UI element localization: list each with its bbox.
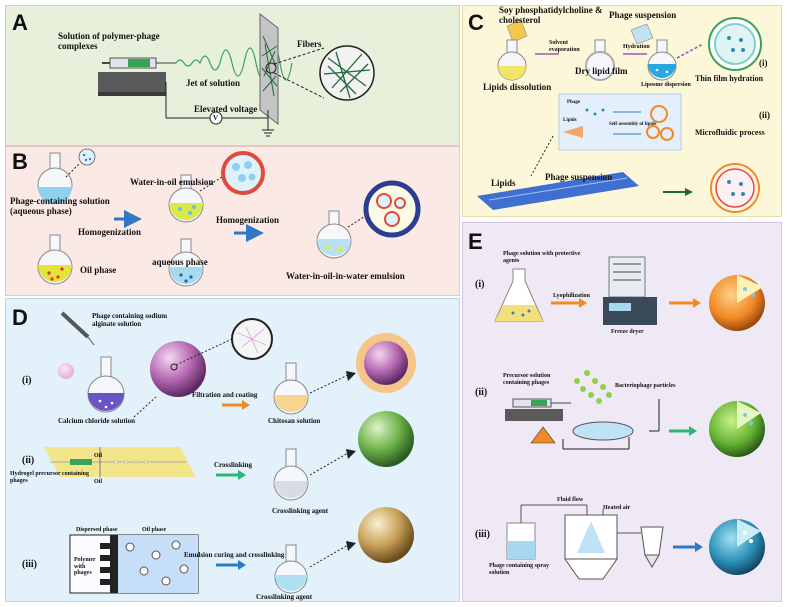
- oil-top: Oil: [94, 453, 103, 459]
- panel-d: D: [5, 298, 460, 602]
- heated-air: Heated air: [603, 505, 631, 511]
- hydration-label: Hydration: [623, 44, 650, 50]
- homogenization-1: Homogenization: [78, 227, 141, 237]
- water-in-oil-label: Water-in-oil emulsion: [130, 177, 214, 187]
- phage-suspension-bottom: Phage suspension: [545, 172, 613, 182]
- thin-film: Thin film hydration: [695, 74, 764, 83]
- e-phage-solution-label: Phage solution with protective agents: [503, 251, 581, 264]
- phage-solution-label: Phage-containing solution (aqueous phase…: [10, 196, 110, 216]
- panel-a-letter: A: [12, 10, 28, 35]
- e-roman-ii: (ii): [475, 387, 488, 398]
- homogenization-2: Homogenization: [216, 215, 279, 225]
- spray-solution: Phage containing spray solution: [489, 563, 550, 576]
- polymer-phages: Polymer with phages: [74, 557, 96, 577]
- panel-e-letter: E: [468, 229, 483, 254]
- flask-aqueous-2: [168, 238, 204, 287]
- flask-aqueous: [37, 152, 73, 204]
- oil-bottom: Oil: [94, 479, 103, 485]
- d-roman-ii: (ii): [22, 455, 35, 466]
- chitosan-label: Chitosan solution: [268, 417, 321, 425]
- oil-phase-label: Oil phase: [80, 265, 117, 275]
- freeze-dryer: Freeze dryer: [611, 329, 644, 335]
- phage-suspension-top: Phage suspension: [609, 10, 677, 20]
- fluid-flow: Fluid flow: [557, 497, 584, 503]
- panel-b-letter: B: [12, 149, 28, 174]
- dispersed-phase: Dispersed phase: [76, 527, 118, 533]
- panel-d-letter: D: [12, 305, 28, 330]
- jet-label: Jet of solution: [186, 78, 240, 88]
- voltage-label: Elevated voltage: [194, 104, 258, 114]
- emulsion-label: Emulsion curing and crosslinking: [184, 551, 285, 559]
- inset-lipids: Lipids: [563, 118, 577, 123]
- panel-c: C: [462, 5, 782, 217]
- flask-water-in-oil: [168, 174, 204, 223]
- inset-self-assembly: Self-assembly of lipids: [609, 122, 657, 127]
- oil-phase: Oil phase: [142, 527, 167, 533]
- bacteriophage-particles: Bacteriophage particles: [615, 383, 676, 389]
- solvent-label: Solvent evaporation: [549, 40, 580, 53]
- calcium-label: Calcium chloride solution: [58, 417, 136, 425]
- panel-c-letter: C: [468, 10, 484, 35]
- precursor-label: Precursor solution containing phages: [503, 373, 551, 386]
- c-roman-ii: (ii): [759, 110, 770, 120]
- microfluidic: Microfluidic process: [695, 128, 765, 137]
- inset-phage: Phage: [567, 100, 581, 105]
- c-roman-i: (i): [759, 58, 768, 68]
- liposome-dispersion: Liposme dispersion: [641, 82, 691, 88]
- filtration-label: Filtration and coating: [192, 391, 258, 399]
- drying-diagram: [494, 256, 765, 580]
- hydrogel-label: Hydrogel precursor containing phages: [10, 471, 90, 484]
- d-roman-i: (i): [22, 375, 32, 386]
- solution-label: Solution of polymer-phage complexes: [58, 31, 160, 51]
- crosslinking-label: Crosslinking: [214, 461, 252, 469]
- lipids-dissolution: Lipids dissolution: [483, 82, 552, 92]
- panel-b: B: [5, 146, 460, 296]
- emulsion-diagram: [37, 148, 421, 287]
- microsphere-diagram: [44, 311, 416, 594]
- fibers-label: Fibers: [297, 39, 322, 49]
- soy-label: Soy phosphatidylcholine & cholesterol: [499, 5, 603, 25]
- lyophilization: Lyophilization: [553, 293, 591, 299]
- liposome-diagram: [477, 17, 762, 213]
- alginate-label: Phage containing sodium alginate solutio…: [92, 312, 168, 328]
- panel-a: A Solution of polymer-phage complexes Je: [5, 5, 460, 146]
- d-roman-iii: (iii): [22, 559, 37, 570]
- dry-film: Dry lipid film: [575, 66, 628, 76]
- crosslinking-agent-1: Crosslinking agent: [272, 507, 329, 515]
- e-roman-iii: (iii): [475, 529, 490, 540]
- aqueous-phase-label: aqueous phase: [152, 257, 208, 267]
- crosslinking-agent-2: Crosslinking agent: [256, 593, 313, 601]
- panel-e: E: [462, 222, 782, 602]
- electrospinning-diagram: [98, 12, 375, 137]
- w-o-w-label: Water-in-oil-in-water emulsion: [286, 271, 405, 281]
- flask-oil: [37, 234, 73, 285]
- e-roman-i: (i): [475, 279, 485, 290]
- voltmeter-symbol: V: [213, 114, 219, 122]
- c-lipids-label: Lipids: [491, 178, 516, 188]
- flask-water-in-oil-in-water: [316, 210, 352, 259]
